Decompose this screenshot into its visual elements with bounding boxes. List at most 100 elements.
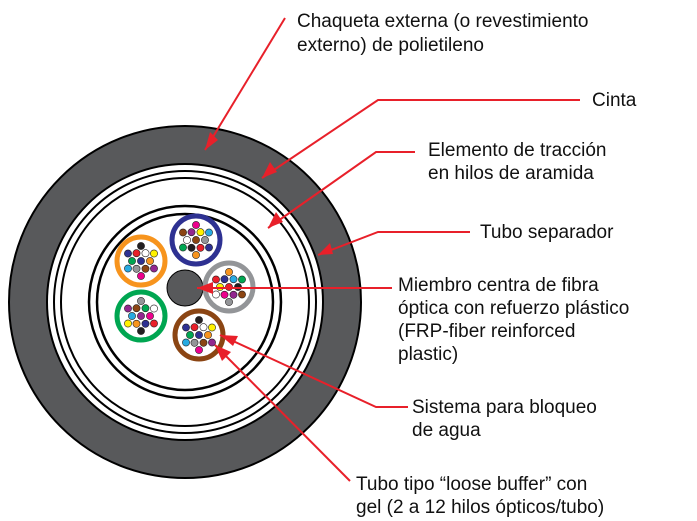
optical-fiber [208, 338, 216, 347]
optical-fiber [187, 228, 196, 237]
optical-fiber [124, 304, 132, 313]
arrowhead-aramid [268, 212, 283, 228]
optical-fiber [137, 312, 145, 320]
optical-fiber [137, 297, 145, 305]
optical-fiber [182, 323, 190, 332]
optical-fiber [183, 236, 191, 244]
label-loose-line2: gel (2 a 12 hilos ópticos/tubo) [356, 497, 605, 518]
arrowhead-center [197, 282, 213, 294]
optical-fiber [212, 275, 220, 284]
label-water-line1: Sistema para bloqueo [412, 397, 597, 418]
optical-fiber [146, 312, 154, 320]
label-center-line2: óptica con refuerzo plástico [398, 298, 630, 319]
optical-fiber [190, 323, 199, 332]
optical-fiber [229, 290, 238, 299]
optical-fiber [141, 304, 150, 313]
label-aramid-line1: Elemento de tracción [428, 140, 607, 161]
loose-buffer-tubes [114, 213, 256, 362]
label-loose-line1: Tubo tipo “loose buffer” con [356, 474, 588, 495]
optical-fiber [187, 243, 196, 252]
tube-green [114, 289, 168, 343]
optical-fiber [150, 319, 158, 328]
optical-fiber [132, 319, 141, 328]
aramid-inner-ring [87, 204, 283, 400]
arrowhead-jacket [205, 132, 218, 150]
label-center-line1: Miembro centra de fibra [398, 275, 599, 296]
optical-fiber [195, 331, 203, 339]
optical-fiber [146, 257, 154, 265]
optical-fiber [196, 228, 205, 237]
tube-blue [169, 213, 223, 267]
optical-fiber [195, 346, 203, 354]
optical-fiber [199, 338, 208, 347]
optical-fiber [196, 243, 205, 252]
optical-fiber [137, 272, 145, 280]
label-center-line3: (FRP-fiber reinforced [398, 321, 576, 342]
leader-line-aramid [267, 151, 415, 229]
leader-line-loose [214, 344, 351, 482]
optical-fiber [141, 264, 150, 273]
label-jacket-line2: externo) de polietileno [297, 35, 484, 56]
cable-cross-section [8, 125, 362, 479]
optical-fiber [150, 304, 158, 313]
tube-brown [172, 308, 226, 362]
leader-line-water [219, 334, 408, 408]
optical-fiber [201, 236, 209, 244]
optical-fiber [204, 331, 212, 339]
optical-fiber [150, 264, 158, 273]
core-boundary [95, 212, 275, 392]
label-water-line2: de agua [412, 420, 481, 441]
label-jacket-line1: Chaqueta externa (o revestimiento [297, 11, 589, 32]
arrowhead-water [220, 335, 238, 346]
optical-fiber [220, 275, 229, 284]
optical-fiber [137, 242, 145, 250]
optical-fiber [238, 275, 246, 284]
optical-fiber [225, 268, 233, 276]
optical-fiber [208, 323, 216, 332]
optical-fiber [205, 228, 213, 237]
optical-fiber [124, 264, 132, 273]
leader-lines [197, 17, 580, 482]
optical-fiber [137, 327, 145, 335]
optical-fiber [141, 249, 150, 258]
optical-fiber [150, 249, 158, 258]
optical-fiber [124, 249, 132, 258]
label-center-line4: plastic) [398, 344, 459, 365]
leader-line-jacket [204, 17, 286, 151]
leader-arrowheads [197, 132, 333, 361]
label-aramid-line2: en hilos de aramida [428, 163, 594, 184]
optical-fiber [124, 319, 132, 328]
optical-fiber [205, 243, 213, 252]
optical-fiber [238, 290, 246, 299]
optical-fiber [141, 319, 150, 328]
tape-layer [53, 170, 317, 434]
optical-fiber [128, 257, 136, 265]
optical-fiber [192, 236, 200, 244]
optical-fiber [179, 228, 187, 237]
leader-line-separator [317, 231, 470, 256]
tube-orange [114, 234, 168, 288]
optical-fiber [225, 298, 233, 306]
optical-fiber [182, 338, 190, 347]
optical-fiber [220, 290, 229, 299]
label-separator: Tubo separador [480, 222, 614, 243]
optical-fiber [132, 304, 141, 313]
arrowhead-loose [215, 345, 231, 361]
optical-fiber [128, 312, 136, 320]
optical-fiber [229, 275, 238, 284]
optical-fiber [132, 264, 141, 273]
leader-line-tape [261, 99, 580, 179]
arrowhead-separator [318, 243, 333, 255]
optical-fiber [212, 290, 220, 299]
optical-fiber [192, 221, 200, 229]
optical-fiber [195, 316, 203, 324]
arrowhead-tape [262, 162, 277, 178]
separator-tube [60, 177, 310, 427]
optical-fiber [132, 249, 141, 258]
label-tape: Cinta [592, 90, 637, 111]
optical-fiber [199, 323, 208, 332]
optical-fiber [186, 331, 194, 339]
optical-fiber [190, 338, 199, 347]
optical-fiber [179, 243, 187, 252]
